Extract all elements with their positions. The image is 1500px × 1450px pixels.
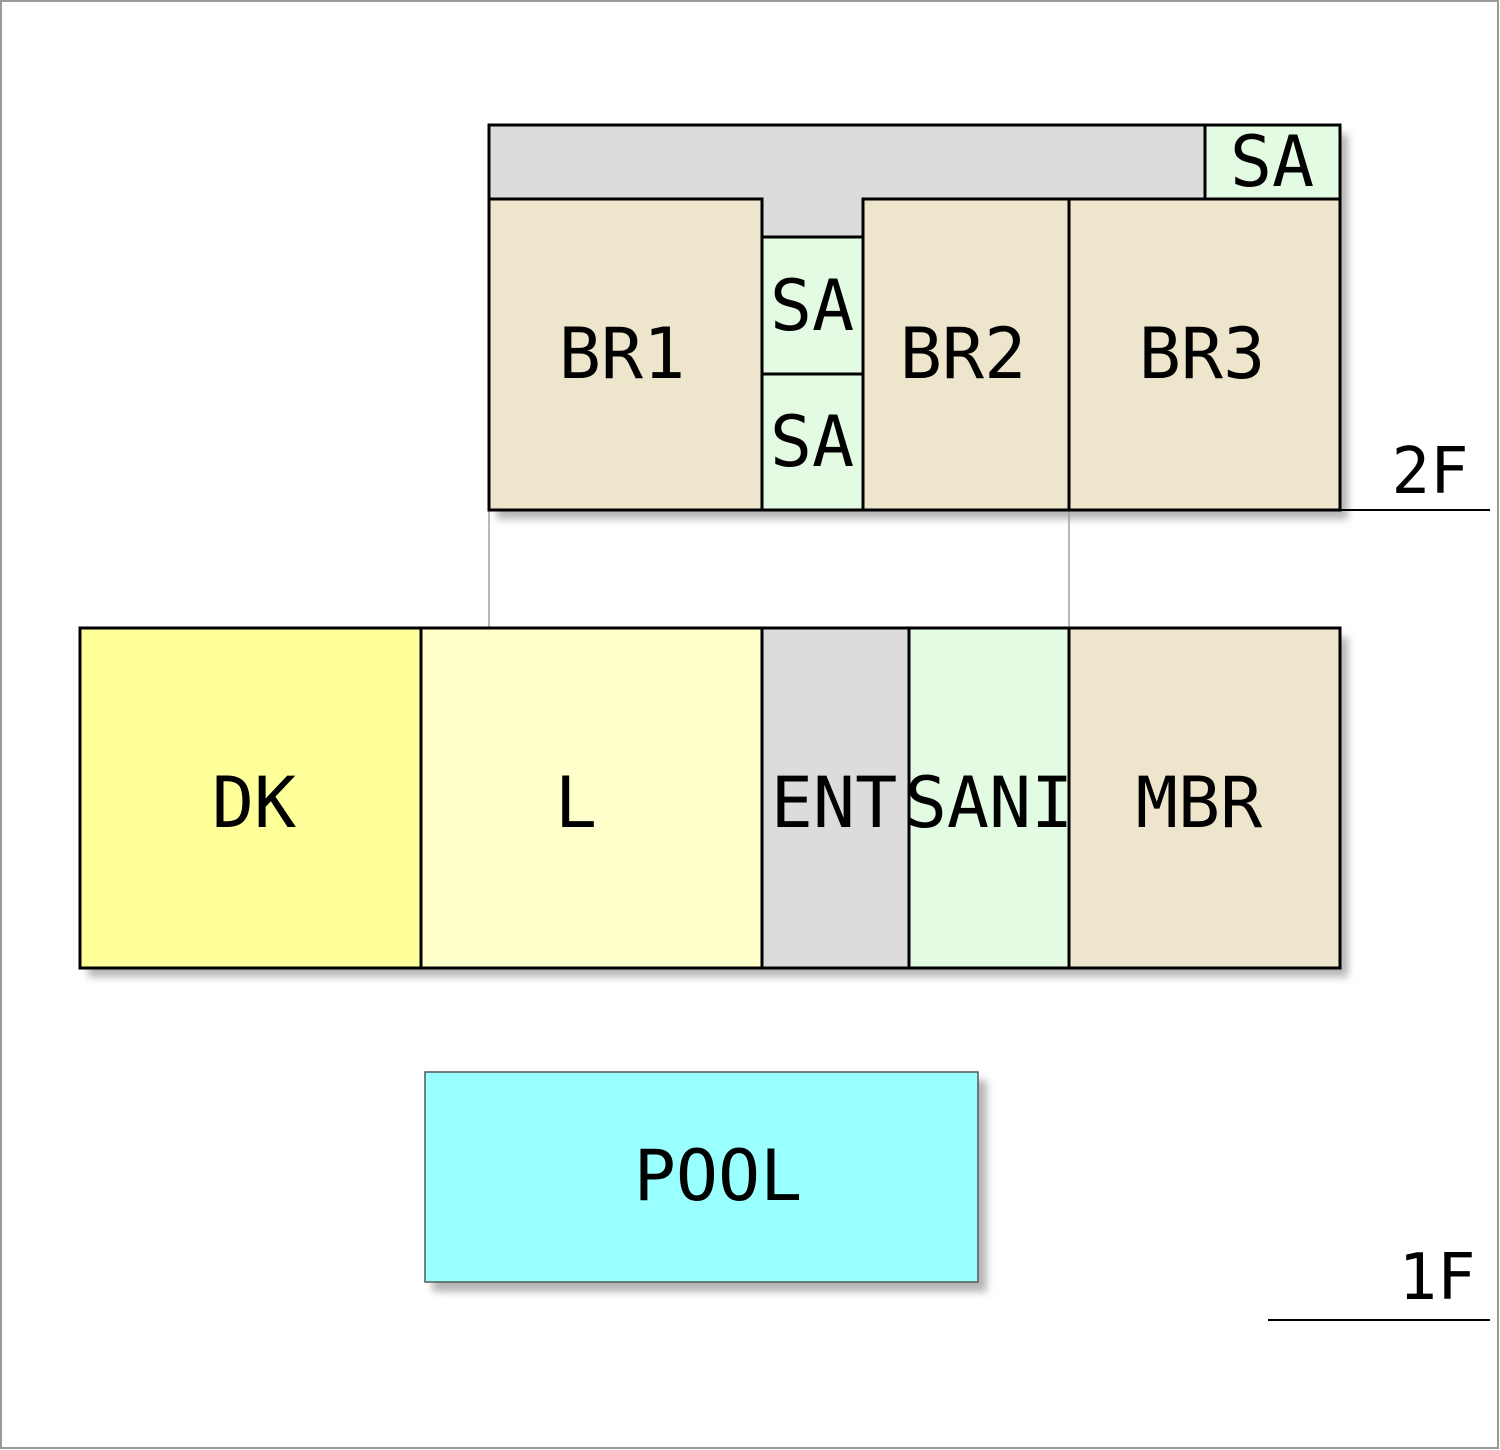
floor-2: SA BR1 SA SA BR2 BR3 (487, 121, 1342, 512)
room-dk-label: DK (212, 762, 296, 844)
room-l-label: L (555, 762, 597, 844)
pool (424, 1071, 979, 1283)
room-sa-lower-label: SA (770, 401, 854, 483)
room-sani-label: SANI (905, 762, 1074, 844)
room-sa-lower (760, 372, 865, 512)
room-sa-top (1203, 123, 1342, 201)
room-mbr (1067, 626, 1342, 970)
room-l (419, 626, 764, 970)
floor-1: DK L ENT SANI MBR (78, 626, 1342, 970)
pool-area: POOL (424, 1071, 979, 1283)
room-br2-label: BR2 (900, 313, 1026, 395)
floor-2-label: 2F (1391, 435, 1468, 509)
room-sa-upper-label: SA (770, 265, 854, 347)
room-mbr-label: MBR (1136, 762, 1263, 844)
room-br1 (487, 197, 764, 512)
room-br1-label: BR1 (559, 313, 685, 395)
room-ent-label: ENT (771, 762, 897, 844)
room-ent (760, 626, 911, 970)
room-br2 (861, 197, 1071, 512)
floor-1-label: 1F (1398, 1241, 1475, 1315)
room-br3-label: BR3 (1139, 313, 1265, 395)
room-dk (78, 626, 423, 970)
room-sa-top-label: SA (1230, 121, 1314, 203)
pool-label: POOL (634, 1135, 803, 1217)
room-br3 (1067, 197, 1342, 512)
room-sani (907, 626, 1071, 970)
